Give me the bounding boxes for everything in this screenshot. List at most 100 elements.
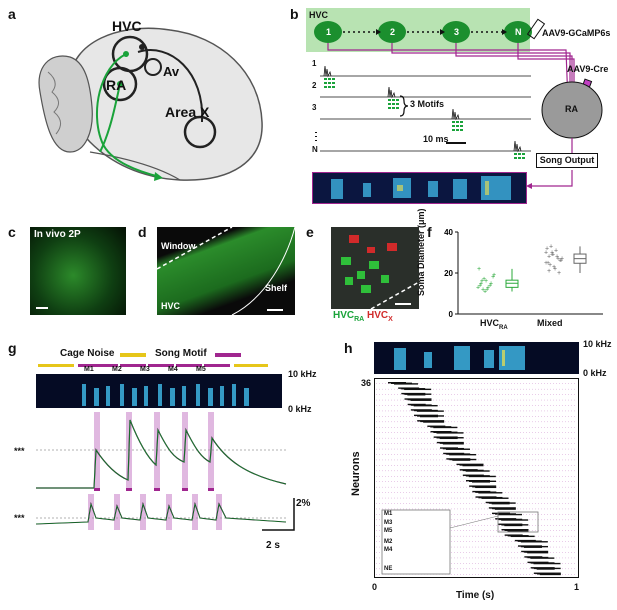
raster-event: [410, 399, 432, 401]
panel-letter-b: b: [290, 6, 299, 22]
raster-event: [452, 459, 471, 461]
f-cat2: Mixed: [537, 318, 563, 328]
song-spectrogram-h: [374, 342, 579, 374]
f-point: +: [560, 256, 564, 263]
raster-event: [481, 497, 509, 499]
f-point: +: [488, 282, 492, 289]
h-freq-top: 10 kHz: [583, 339, 612, 349]
node-n: N: [515, 27, 522, 37]
shelf-label: Shelf: [265, 283, 288, 293]
song-spectrogram-b: [312, 172, 527, 204]
legend-cage-noise: Cage Noise: [60, 348, 115, 359]
hvc-x-label: HVCX: [367, 310, 393, 323]
raster-event: [530, 557, 555, 559]
f-y-tick-label: 40: [444, 228, 453, 237]
raster-plot: [374, 378, 579, 578]
panel-letter-a: a: [8, 6, 16, 22]
trace-label-1: 1: [312, 59, 317, 68]
f-point: +: [483, 288, 487, 295]
f-point: +: [554, 247, 558, 254]
motif-m1: M1: [84, 366, 94, 373]
node-1: 1: [326, 27, 332, 37]
song-spectrogram-g: [36, 374, 282, 408]
f-point: +: [484, 278, 488, 285]
f-point: +: [553, 266, 557, 273]
raster-event: [510, 535, 535, 538]
panel-letter-f: f: [427, 224, 432, 240]
raster-event: [407, 394, 426, 396]
node-3: 3: [454, 27, 460, 37]
inset-m1: M1: [384, 511, 393, 517]
f-box: [505, 279, 519, 288]
h-y-top: 36: [361, 378, 372, 388]
f-point: +: [485, 286, 489, 293]
calcium-traces: [36, 412, 295, 531]
f-point: +: [486, 284, 490, 291]
raster-event: [436, 432, 464, 434]
raster-event: [507, 530, 529, 532]
f-point: +: [552, 264, 556, 271]
hvc-chain-diagram: [314, 18, 603, 189]
song-output-box: Song Output: [536, 153, 598, 168]
raster-event: [536, 568, 555, 570]
trace-label-n: N: [312, 145, 318, 154]
g-stars-2: ***: [14, 513, 25, 523]
in-vivo-title: In vivo 2P: [34, 229, 81, 240]
g-stars-1: ***: [14, 446, 25, 456]
f-y-tick-label: 0: [449, 310, 454, 319]
f-point: +: [481, 286, 485, 293]
trace-label-3: 3: [312, 103, 317, 112]
f-point: +: [547, 268, 551, 275]
inset-m3: M3: [384, 520, 393, 526]
f-point: +: [547, 254, 551, 261]
motif-m2: M2: [112, 366, 122, 373]
f-point: +: [555, 254, 559, 261]
raster-event: [504, 524, 523, 527]
h-x1: 1: [574, 582, 580, 592]
hvc-window-micrograph: Window Shelf HVC: [157, 227, 295, 315]
inset-ne: NE: [384, 566, 393, 572]
f-point: +: [489, 280, 493, 287]
f-point: +: [550, 250, 554, 257]
raster-event: [394, 383, 418, 385]
raster-event: [478, 492, 503, 494]
raster-event: [442, 443, 464, 445]
window-label: Window: [161, 241, 196, 251]
f-point: +: [546, 260, 550, 267]
f-point: +: [548, 262, 552, 269]
f-point: +: [492, 272, 496, 279]
raster-event: [491, 502, 510, 505]
raster-event: [498, 513, 522, 516]
h-xlabel: Time (s): [456, 590, 495, 601]
raster-event: [462, 464, 484, 467]
g-freq-bottom: 0 kHz: [288, 404, 312, 414]
scale-bar-c: [36, 307, 48, 309]
raster-event: [524, 546, 542, 548]
f-point: +: [544, 260, 548, 267]
g-scale-x: 2 s: [266, 540, 280, 551]
areax-label: Area X: [165, 104, 210, 120]
panel-letter-h: h: [344, 340, 353, 356]
motif-m4: M4: [168, 366, 178, 373]
f-point: +: [544, 250, 548, 257]
f-y-tick-label: 20: [444, 269, 453, 278]
g-freq-top: 10 kHz: [288, 369, 317, 379]
motifs-label: 3 Motifs: [410, 99, 445, 109]
f-point: +: [478, 282, 482, 289]
raster-event: [472, 481, 490, 483]
h-freq-bottom: 0 kHz: [583, 368, 607, 378]
raster-event: [520, 541, 548, 543]
g-scale-y: 2%: [296, 498, 311, 509]
f-point: +: [480, 278, 484, 285]
h-ylabel: Neurons: [350, 451, 362, 496]
hvc-chain-label: HVC: [309, 10, 329, 20]
scale-bar-d: [267, 309, 283, 311]
inset-m4: M4: [384, 547, 393, 553]
panel-letter-c: c: [8, 224, 16, 240]
f-point: +: [559, 258, 563, 265]
f-ylabel: Soma Diameter (μm): [416, 208, 426, 296]
f-point: +: [476, 284, 480, 291]
raster-event: [533, 562, 561, 565]
virus-cre-label: AAV9-Cre: [567, 64, 609, 74]
